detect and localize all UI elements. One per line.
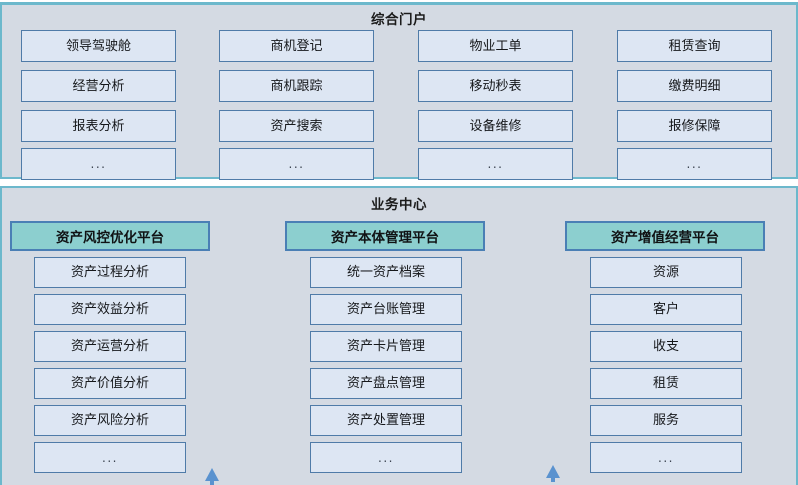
up-arrow-stem-right: [551, 477, 555, 482]
platform3-item-lease[interactable]: 租赁: [590, 368, 742, 399]
platform3-item-service[interactable]: 服务: [590, 405, 742, 436]
platform2-item-inventory-management[interactable]: 资产盘点管理: [310, 368, 462, 399]
platform2-item-unified-archive[interactable]: 统一资产档案: [310, 257, 462, 288]
up-arrow-icon-right: [546, 465, 560, 478]
portal-tile-more-col4[interactable]: ...: [617, 148, 772, 180]
platform1-item-value-analysis[interactable]: 资产价值分析: [34, 368, 186, 399]
portal-tile-opportunity-tracking[interactable]: 商机跟踪: [219, 70, 374, 102]
platform3-item-customer[interactable]: 客户: [590, 294, 742, 325]
portal-tile-more-col2[interactable]: ...: [219, 148, 374, 180]
platform1-item-operation-analysis[interactable]: 资产运营分析: [34, 331, 186, 362]
platform3-item-more[interactable]: ...: [590, 442, 742, 473]
portal-tile-property-workorder[interactable]: 物业工单: [418, 30, 573, 62]
platform1-item-benefit-analysis[interactable]: 资产效益分析: [34, 294, 186, 325]
platform1-item-process-analysis[interactable]: 资产过程分析: [34, 257, 186, 288]
portal-tile-leader-cockpit[interactable]: 领导驾驶舱: [21, 30, 176, 62]
platform-header-value-added[interactable]: 资产增值经营平台: [565, 221, 765, 251]
portal-tile-opportunity-register[interactable]: 商机登记: [219, 30, 374, 62]
portal-tile-asset-search[interactable]: 资产搜索: [219, 110, 374, 142]
portal-tile-more-col1[interactable]: ...: [21, 148, 176, 180]
platform2-item-more[interactable]: ...: [310, 442, 462, 473]
portal-tile-lease-query[interactable]: 租赁查询: [617, 30, 772, 62]
platform2-item-disposal-management[interactable]: 资产处置管理: [310, 405, 462, 436]
platform-header-risk-control[interactable]: 资产风控优化平台: [10, 221, 210, 251]
portal-tile-business-analysis[interactable]: 经营分析: [21, 70, 176, 102]
portal-tile-mobile-meter[interactable]: 移动秒表: [418, 70, 573, 102]
platform2-item-ledger-management[interactable]: 资产台账管理: [310, 294, 462, 325]
platform3-item-resource[interactable]: 资源: [590, 257, 742, 288]
portal-tile-more-col3[interactable]: ...: [418, 148, 573, 180]
portal-tile-repair-guarantee[interactable]: 报修保障: [617, 110, 772, 142]
portal-tile-equipment-repair[interactable]: 设备维修: [418, 110, 573, 142]
platform-header-asset-entity[interactable]: 资产本体管理平台: [285, 221, 485, 251]
portal-tile-report-analysis[interactable]: 报表分析: [21, 110, 176, 142]
platform1-item-risk-analysis[interactable]: 资产风险分析: [34, 405, 186, 436]
platform3-item-income-expense[interactable]: 收支: [590, 331, 742, 362]
up-arrow-icon-left: [205, 468, 219, 481]
portal-panel-title: 综合门户: [371, 12, 427, 28]
up-arrow-stem-left: [210, 480, 214, 485]
business-center-panel-title: 业务中心: [371, 197, 427, 213]
portal-tile-payment-detail[interactable]: 缴费明细: [617, 70, 772, 102]
platform2-item-card-management[interactable]: 资产卡片管理: [310, 331, 462, 362]
platform1-item-more[interactable]: ...: [34, 442, 186, 473]
